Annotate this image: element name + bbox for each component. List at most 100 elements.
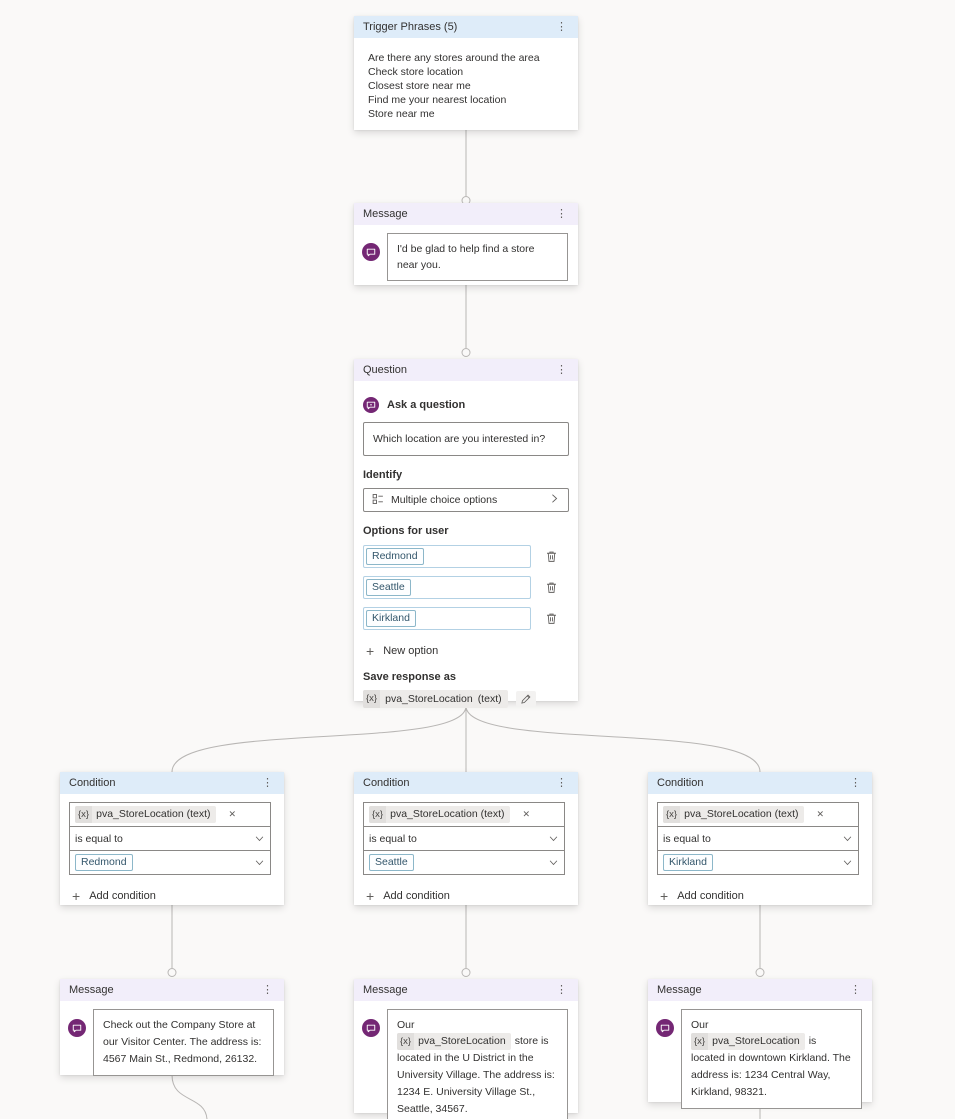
- edit-variable-icon[interactable]: [515, 691, 536, 707]
- condition-value-select[interactable]: Seattle: [363, 850, 565, 875]
- connector-dot: [461, 968, 471, 977]
- connector-dot: [461, 348, 471, 357]
- chevron-down-icon: [548, 857, 559, 868]
- connector-question-to-condition-1: [171, 705, 467, 773]
- variable-chip: {x} pva_StoreLocation (text): [663, 806, 804, 823]
- question-text-input[interactable]: Which location are you interested in?: [363, 422, 569, 456]
- condition-operator-select[interactable]: is equal to: [69, 826, 271, 851]
- node-title: Message: [363, 984, 408, 996]
- delete-option-icon[interactable]: [545, 581, 558, 594]
- add-condition-button[interactable]: + Add condition: [363, 889, 569, 903]
- more-icon[interactable]: ⋮: [556, 983, 567, 996]
- condition-node-kirkland[interactable]: Condition ⋮ {x} pva_StoreLocation (text)…: [648, 772, 872, 905]
- variable-chip: {x} pva_StoreLocation: [397, 1033, 511, 1050]
- option-chip[interactable]: Kirkland: [366, 610, 416, 627]
- more-icon[interactable]: ⋮: [262, 776, 273, 789]
- multiple-choice-icon: [372, 493, 384, 508]
- options-for-user-label: Options for user: [363, 525, 449, 537]
- add-condition-button[interactable]: + Add condition: [657, 889, 863, 903]
- trigger-phrase-list: Are there any stores around the area Che…: [354, 38, 578, 134]
- trigger-phrase: Closest store near me: [368, 80, 471, 92]
- message-text-box[interactable]: Check out the Company Store at our Visit…: [93, 1009, 274, 1076]
- condition-node-seattle[interactable]: Condition ⋮ {x} pva_StoreLocation (text)…: [354, 772, 578, 905]
- node-title: Question: [363, 364, 408, 376]
- message-text-box[interactable]: I'd be glad to help find a store near yo…: [387, 233, 568, 281]
- connector-dot: [755, 968, 765, 977]
- ask-a-question-label: Ask a question: [387, 399, 466, 411]
- condition-operator-select[interactable]: is equal to: [657, 826, 859, 851]
- variable-prefix-icon: {x}: [691, 1033, 709, 1050]
- save-response-label: Save response as: [363, 671, 456, 683]
- node-title: Message: [363, 208, 408, 220]
- option-input[interactable]: Seattle: [363, 576, 531, 599]
- message-node-intro[interactable]: Message ⋮ I'd be glad to help find a sto…: [354, 203, 578, 285]
- variable-prefix-icon: {x}: [75, 806, 93, 823]
- connector-exit-left: [171, 1074, 208, 1119]
- operator-value: is equal to: [75, 832, 123, 845]
- condition-variable-box[interactable]: {x} pva_StoreLocation (text) ✕: [69, 802, 271, 827]
- condition-variable-box[interactable]: {x} pva_StoreLocation (text) ✕: [657, 802, 859, 827]
- variable-chip: {x} pva_StoreLocation (text): [369, 806, 510, 823]
- variable-name: pva_StoreLocation: [712, 1035, 800, 1048]
- message-text-pre: Our: [691, 1019, 709, 1031]
- more-icon[interactable]: ⋮: [556, 776, 567, 789]
- remove-variable-icon[interactable]: ✕: [522, 809, 531, 819]
- variable-name: pva_StoreLocation (text): [390, 808, 505, 821]
- option-chip[interactable]: Seattle: [366, 579, 411, 596]
- identify-type-button[interactable]: Multiple choice options: [363, 488, 569, 512]
- option-input[interactable]: Kirkland: [363, 607, 531, 630]
- new-option-button[interactable]: + New option: [363, 644, 569, 658]
- connector-dot: [167, 968, 177, 977]
- message-text: Check out the Company Store at our Visit…: [103, 1019, 262, 1065]
- delete-option-icon[interactable]: [545, 550, 558, 563]
- variable-chip[interactable]: {x} pva_StoreLocation (text): [363, 690, 508, 708]
- option-row: Kirkland: [363, 607, 569, 630]
- message-icon: [362, 243, 380, 261]
- more-icon[interactable]: ⋮: [556, 20, 567, 33]
- condition-operator-select[interactable]: is equal to: [363, 826, 565, 851]
- variable-chip: {x} pva_StoreLocation (text): [75, 806, 216, 823]
- question-node[interactable]: Question ⋮ Ask a question Which location…: [354, 359, 578, 708]
- more-icon[interactable]: ⋮: [262, 983, 273, 996]
- node-header: Condition ⋮: [60, 772, 284, 794]
- value-chip: Seattle: [369, 854, 414, 871]
- message-node-seattle[interactable]: Message ⋮ Our {x} pva_StoreLocation stor…: [354, 979, 578, 1119]
- condition-value-select[interactable]: Redmond: [69, 850, 271, 875]
- variable-prefix-icon: {x}: [363, 690, 381, 708]
- message-icon: [68, 1019, 86, 1037]
- node-header: Message ⋮: [60, 979, 284, 1001]
- node-title: Message: [657, 984, 702, 996]
- condition-node-redmond[interactable]: Condition ⋮ {x} pva_StoreLocation (text)…: [60, 772, 284, 905]
- node-header: Message ⋮: [354, 203, 578, 225]
- option-row: Seattle: [363, 576, 569, 599]
- add-condition-button[interactable]: + Add condition: [69, 889, 275, 903]
- option-chip[interactable]: Redmond: [366, 548, 424, 565]
- operator-value: is equal to: [663, 832, 711, 845]
- remove-variable-icon[interactable]: ✕: [816, 809, 825, 819]
- message-text-box[interactable]: Our {x} pva_StoreLocation is located in …: [681, 1009, 862, 1110]
- more-icon[interactable]: ⋮: [556, 363, 567, 376]
- node-header: Trigger Phrases (5) ⋮: [354, 16, 578, 38]
- variable-prefix-icon: {x}: [369, 806, 387, 823]
- message-node-redmond[interactable]: Message ⋮ Check out the Company Store at…: [60, 979, 284, 1076]
- more-icon[interactable]: ⋮: [850, 776, 861, 789]
- trigger-phrase: Are there any stores around the area: [368, 52, 540, 64]
- more-icon[interactable]: ⋮: [850, 983, 861, 996]
- node-title: Condition: [363, 777, 410, 789]
- condition-value-select[interactable]: Kirkland: [657, 850, 859, 875]
- variable-type: (text): [477, 692, 502, 705]
- message-text-box[interactable]: Our {x} pva_StoreLocation store is locat…: [387, 1009, 568, 1119]
- message-node-kirkland[interactable]: Message ⋮ Our {x} pva_StoreLocation is l…: [648, 979, 872, 1110]
- condition-variable-box[interactable]: {x} pva_StoreLocation (text) ✕: [363, 802, 565, 827]
- option-input[interactable]: Redmond: [363, 545, 531, 568]
- delete-option-icon[interactable]: [545, 612, 558, 625]
- node-title: Condition: [69, 777, 116, 789]
- remove-variable-icon[interactable]: ✕: [228, 809, 237, 819]
- more-icon[interactable]: ⋮: [556, 207, 567, 220]
- trigger-phrases-node[interactable]: Trigger Phrases (5) ⋮ Are there any stor…: [354, 16, 578, 130]
- node-header: Question ⋮: [354, 359, 578, 381]
- variable-name: pva_StoreLocation (text): [684, 808, 799, 821]
- add-condition-label: Add condition: [89, 890, 156, 902]
- variable-name: pva_StoreLocation: [418, 1035, 506, 1048]
